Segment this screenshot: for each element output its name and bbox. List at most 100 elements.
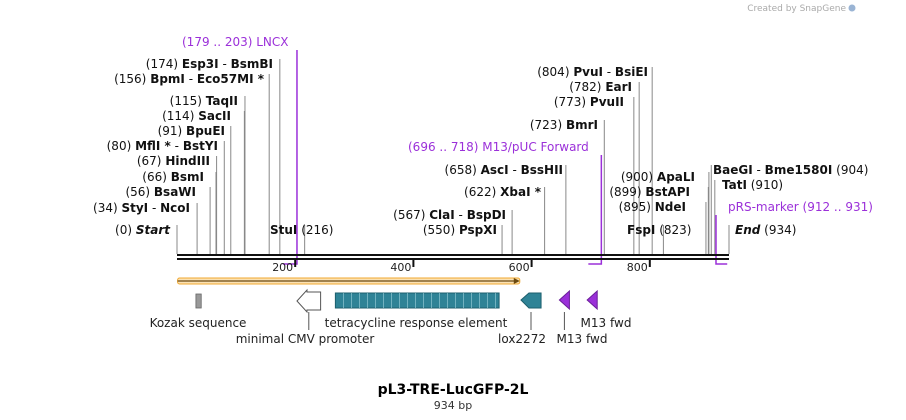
site-bme1580i-text: BaeGI [713, 163, 753, 177]
site-pspxi-text: (550) [423, 223, 459, 237]
site-mfli[interactable]: (80) MflI * - BstYI [107, 139, 218, 153]
site-xbai-text: XbaI * [500, 185, 542, 199]
site-start-text: Start [136, 223, 171, 237]
site-mfli-text: MflI * [135, 139, 171, 153]
axis-tick-label: 800 [627, 261, 648, 274]
site-tati-text: (910) [747, 178, 783, 192]
site-apali-text: ApaLI [657, 170, 695, 184]
site-pvuii-label: (773) PvuII [554, 95, 624, 109]
feature-kozak-sequence[interactable]: Kozak sequence [150, 293, 247, 330]
site-pvui-text: (804) [537, 65, 573, 79]
site-clai-text: (567) [393, 208, 429, 222]
site-fspi[interactable]: FspI (823) [627, 223, 692, 237]
site-bsmi[interactable]: (66) BsmI [142, 170, 204, 184]
site-bsawi-text: BsaWI [154, 185, 196, 199]
site-ndei[interactable]: (895) NdeI [619, 200, 686, 214]
site-ndei-label: (895) NdeI [619, 200, 686, 214]
feature-tetracycline-response-element-label: tetracycline response element [325, 316, 508, 330]
site-asci[interactable]: (658) AscI - BssHII [445, 163, 563, 177]
feature-lox2272-label: lox2272 [498, 332, 546, 346]
site-bpmi[interactable]: (156) BpmI - Eco57MI * [114, 72, 265, 86]
site-asci-text: - [509, 163, 521, 177]
site-pspxi-text: PspXI [459, 223, 497, 237]
site-esp3i-label: (174) Esp3I - BsmBI [146, 57, 273, 71]
site-styi-text: - [148, 201, 160, 215]
site-stui-text: StuI [270, 223, 297, 237]
site-xbai-text: (622) [464, 185, 500, 199]
feature-lox2272[interactable]: lox2272 [498, 292, 546, 346]
site-esp3i[interactable]: (174) Esp3I - BsmBI [146, 57, 273, 71]
primer-prs-marker-label: pRS-marker (912 .. 931) [728, 200, 873, 214]
site-pvuii-text: (773) [554, 95, 590, 109]
site-styi-label: (34) StyI - NcoI [93, 201, 190, 215]
site-bmri-text: (723) [530, 118, 566, 132]
site-styi[interactable]: (34) StyI - NcoI [93, 201, 190, 215]
snapgene-logo-icon [848, 4, 856, 12]
feature-tetracycline-response-element[interactable]: tetracycline response element [325, 292, 508, 330]
site-tati[interactable]: TatI (910) [722, 178, 783, 192]
site-tati-label: TatI (910) [722, 178, 783, 192]
site-bpmi-text: (156) [114, 72, 150, 86]
site-sacii[interactable]: (114) SacII [162, 109, 231, 123]
site-bme1580i[interactable]: BaeGI - Bme1580I (904) [713, 163, 868, 177]
primer-lncx-label: (179 .. 203) LNCX [182, 35, 289, 49]
site-mfli-text: (80) [107, 139, 135, 153]
site-bstapi-text: (899) [609, 185, 645, 199]
site-eari[interactable]: (782) EarI [569, 80, 632, 94]
site-bsawi[interactable]: (56) BsaWI [125, 185, 196, 199]
site-bsawi-text: (56) [125, 185, 153, 199]
feature-m13-fwd-2-label: M13 fwd [581, 316, 632, 330]
feature-shape [296, 288, 322, 314]
site-end[interactable]: End (934) [735, 223, 796, 237]
plasmid-size: 934 bp [434, 399, 472, 412]
site-asci-label: (658) AscI - BssHII [445, 163, 563, 177]
feature-m13-fwd-2[interactable]: M13 fwd [581, 289, 632, 330]
site-pvuii-text: PvuII [590, 95, 624, 109]
site-bpmi-label: (156) BpmI - Eco57MI * [114, 72, 265, 86]
site-asci-text: BssHII [521, 163, 563, 177]
primer-range: (179 .. 203) [182, 35, 256, 49]
site-apali-text: (900) [621, 170, 657, 184]
site-bsmi-label: (66) BsmI [142, 170, 204, 184]
site-stui-label: StuI (216) [270, 223, 333, 237]
site-hindiii-label: (67) HindIII [137, 154, 210, 168]
site-apali[interactable]: (900) ApaLI [621, 170, 695, 184]
site-styi-text: StyI [121, 201, 148, 215]
site-bpuei-label: (91) BpuEI [158, 124, 225, 138]
feature-minimal-cmv-promoter[interactable]: minimal CMV promoter [236, 288, 375, 346]
site-bmri-label: (723) BmrI [530, 118, 598, 132]
site-end-label: End (934) [735, 223, 796, 237]
site-pspxi[interactable]: (550) PspXI [423, 223, 497, 237]
site-xbai[interactable]: (622) XbaI * [464, 185, 542, 199]
site-taqii[interactable]: (115) TaqII [170, 94, 238, 108]
site-ndei-text: (895) [619, 200, 655, 214]
feature-shape [586, 289, 598, 311]
site-stui-text: (216) [297, 223, 333, 237]
site-clai-text: - [455, 208, 467, 222]
feature-m13-fwd-1[interactable]: M13 fwd [557, 289, 608, 346]
site-bpuei[interactable]: (91) BpuEI [158, 124, 225, 138]
site-esp3i-text: BsmBI [231, 57, 273, 71]
site-bstapi-text: BstAPI [645, 185, 690, 199]
site-pvui-text: BsiEI [615, 65, 648, 79]
snapgene-credit: Created by SnapGene [747, 4, 846, 14]
feature-minimal-cmv-promoter-label: minimal CMV promoter [236, 332, 375, 346]
site-start[interactable]: (0) Start [115, 223, 171, 237]
primer-name: pRS-marker [728, 200, 803, 214]
primer-name: LNCX [256, 35, 288, 49]
site-clai[interactable]: (567) ClaI - BspDI [393, 208, 506, 222]
site-hindiii[interactable]: (67) HindIII [137, 154, 210, 168]
primer-lncx[interactable]: (179 .. 203) LNCX [182, 35, 298, 265]
site-hindiii-text: (67) [137, 154, 165, 168]
primer-m13-puc-forward[interactable]: (696 .. 718) M13/pUC Forward [408, 140, 603, 265]
site-bstapi[interactable]: (899) BstAPI [609, 185, 690, 199]
site-fspi-text: (823) [655, 223, 691, 237]
site-bmri[interactable]: (723) BmrI [530, 118, 598, 132]
site-bpmi-text: - [185, 72, 197, 86]
site-stui[interactable]: StuI (216) [270, 223, 333, 237]
restriction-sites: (0) Start (34) StyI - NcoI (56) BsaWI(66) … [93, 57, 868, 254]
site-pvui[interactable]: (804) PvuI - BsiEI [537, 65, 648, 79]
primer-prs-marker[interactable]: pRS-marker (912 .. 931) [715, 200, 873, 265]
primer-name: M13/pUC Forward [482, 140, 589, 154]
site-pvuii[interactable]: (773) PvuII [554, 95, 624, 109]
